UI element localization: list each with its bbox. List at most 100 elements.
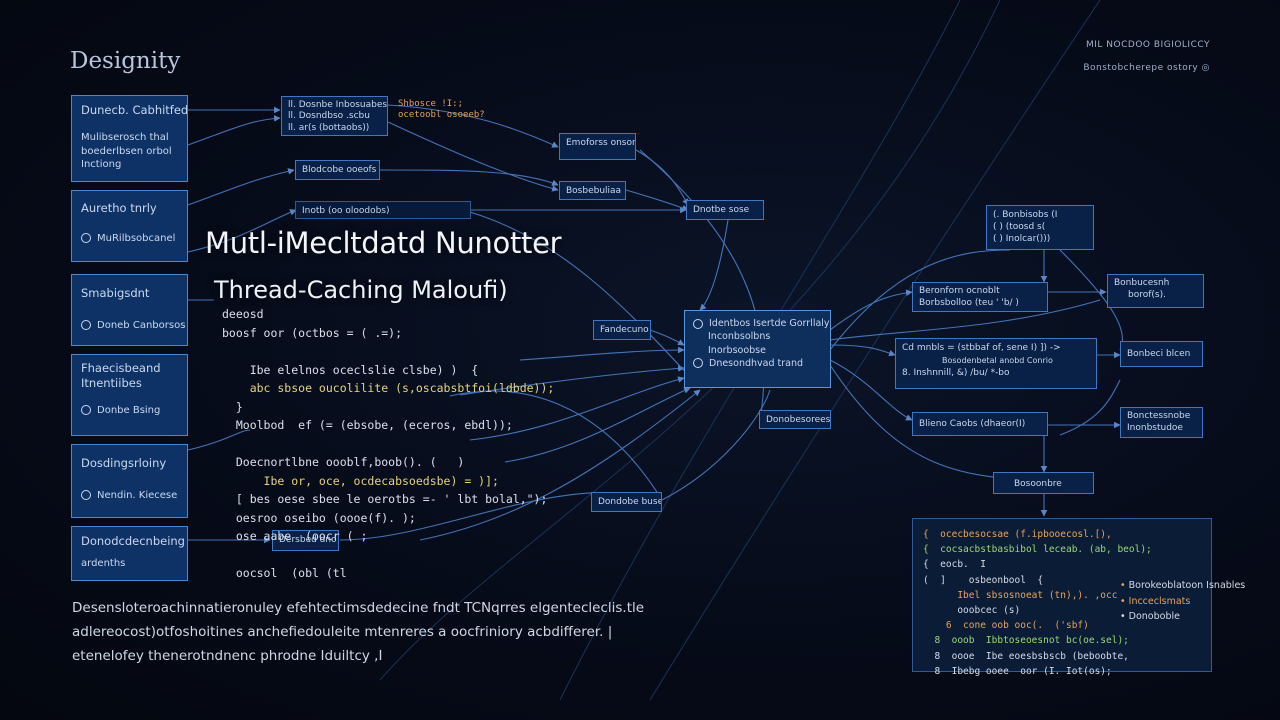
left-card-1-title: Dunecb. Cabhitfed (81, 103, 188, 117)
left-card-2-title: Auretho tnrly (81, 201, 157, 215)
code-line: ose aabe (oocr ( ; (222, 529, 368, 543)
circle-icon (693, 358, 703, 369)
mid-node-4-label: Dersbed dno (279, 535, 337, 545)
left-card-6-body: ardenths (81, 558, 126, 570)
left-card-1[interactable]: Dunecb. Cabhitfed Mulibserosch thal boed… (71, 95, 188, 182)
right-node-2[interactable]: Beronforn ocnoblt Borbsbolloo (teu ' 'b/… (912, 282, 1048, 312)
side-code-snippet: Shbosce !I:; ocetoobl osoeeb? (398, 99, 485, 121)
right-node-6-line: Bonbucesnh (1114, 278, 1170, 288)
left-card-4-title: Fhaecisbeand Itnentiibes (81, 361, 161, 390)
brand-logo: Designity (70, 48, 181, 74)
right-node-5[interactable]: Bosoonbre (993, 472, 1094, 494)
mid-node-1[interactable]: Fandecuno (593, 320, 651, 340)
right-node-4-label: Blieno Caobs (dhaeor(I) (919, 419, 1026, 429)
legend-item: Donoboble (1128, 611, 1180, 622)
right-node-3[interactable]: Cd mnbls = (stbbaf of, sene I) ]) -> Bos… (895, 338, 1097, 389)
code-line: Ibe elelnos oceclslie clsbe) ) { (222, 362, 479, 377)
mid-node-3-label: Dondobe buse (598, 497, 662, 507)
code-line: oocsol (obl (tl (222, 566, 347, 580)
hero-title: Mutl-iMecltdatd Nunotter (205, 226, 562, 260)
bullet-icon: • (1120, 611, 1126, 622)
code-panel-line: Ibel sbsosnoeat (tn),). ,occ (923, 589, 1118, 601)
settings-icon[interactable]: ◎ (1201, 63, 1210, 73)
right-node-6[interactable]: Bonbucesnh borof(s). (1107, 274, 1204, 308)
top-node-1[interactable]: ll. Dosnbe Inbosuabes ll. Dosndbso .scbu… (281, 96, 388, 136)
bullet-icon: • (1120, 595, 1126, 607)
legend-item: Incceclsmats (1128, 595, 1191, 607)
left-card-5[interactable]: Dosdingsrloiny Nendin. Kiecese (71, 444, 188, 518)
top-node-2-label: Blodcobe ooeofs (302, 165, 377, 175)
top-node-1-line: ll. Dosndbso .scbu (288, 111, 370, 122)
right-node-3-line: Bosodenbetal anobd Conrio (942, 356, 1053, 366)
description-caption: Desensloteroachinnatieronuley efehtectim… (72, 596, 672, 668)
top-node-4[interactable]: Emoforss onsorbe (559, 133, 636, 160)
bullet-icon: • (1120, 580, 1126, 591)
code-line: deeosd (222, 307, 264, 321)
caption-line: Desensloteroachinnatieronuley efehtectim… (72, 600, 645, 616)
header-subtitle[interactable]: Bonstobcherepe ostory ◎ (1083, 63, 1210, 73)
left-card-4[interactable]: Fhaecisbeand Itnentiibes Donbe Bsing (71, 354, 188, 436)
code-line: Ibe or, oce, ocdecabsoedsbe) = )]; (222, 473, 499, 488)
top-node-1-line: ll. Dosnbe Inbosuabes (288, 100, 388, 110)
top-node-6[interactable]: Dnotbe sose (686, 200, 764, 220)
hero-subtitle: Thread-Caching Maloufi) (214, 276, 508, 304)
header-title: MIL NOCDOO BIGIOLICCY (1086, 40, 1210, 50)
code-panel-line: 6 cone oob ooc(. ('sbf) (923, 620, 1089, 632)
gear-icon (81, 233, 91, 244)
left-card-3-title: Smabigsdnt (81, 286, 150, 300)
code-panel-line: { eocb. I (923, 559, 986, 571)
mid-node-2-label: Donobesoreese (766, 415, 831, 425)
right-node-7[interactable]: Bonbeci blcen (1120, 341, 1203, 367)
left-card-5-title: Dosdingsrloiny (81, 456, 167, 470)
center-node[interactable]: Identbos Isertde Gorrllaly Inconbsolbns … (684, 310, 831, 388)
circle-icon (81, 404, 91, 415)
right-node-1-line: ( ) (toosd s( (993, 222, 1046, 233)
code-block: deeosd boosf oor (octbos = ( .=); Ibe ele… (222, 305, 554, 583)
right-node-3-line: 8. Inshnnill, &) /bu/ *-bo (902, 367, 1010, 378)
code-line: Moolbod ef (= (ebsobe, (eceros, ebdl)); (222, 418, 513, 432)
code-line (222, 342, 554, 361)
right-node-8[interactable]: Bonctessnobe Inonbstudoe (1120, 407, 1203, 438)
left-card-2[interactable]: Auretho tnrly MuRilbsobcanel (71, 190, 188, 262)
code-line: } (222, 399, 243, 414)
mid-node-3[interactable]: Dondobe buse (591, 492, 662, 512)
top-node-3[interactable]: Inotb (oo oloodobs) (295, 201, 471, 219)
right-node-2-line: Borbsbolloo (teu ' 'b/ ) (919, 297, 1019, 308)
code-panel-line: 8 oooe Ibe eoesbsbscb (beboobte, (923, 650, 1129, 662)
code-panel-legend: • Borokeoblatoon Isnables • Incceclsmats… (1120, 578, 1245, 625)
mid-node-4[interactable]: Dersbed dno (272, 530, 339, 551)
left-card-6[interactable]: Donodcdecnbeing ardenths (71, 526, 188, 581)
caption-line: etenelofey thenerotndnenc phrodne Iduilt… (72, 648, 383, 664)
code-line (222, 546, 554, 565)
top-node-5-label: Bosbebuliaa (566, 186, 622, 196)
top-node-4-label: Emoforss onsorbe (566, 138, 636, 148)
left-card-3[interactable]: Smabigsdnt Doneb Canborsos (71, 274, 188, 346)
code-panel-line: ( ] osbeonbool { (923, 574, 1044, 586)
code-line: oesroo oseibo (oooe(f). ); (222, 510, 416, 525)
left-card-3-body: Doneb Canborsos (97, 320, 186, 332)
caption-line: adlereocost)otfoshoitines anchefiedoulei… (72, 624, 613, 640)
top-node-2[interactable]: Blodcobe ooeofs (295, 160, 380, 180)
center-node-line: Inconbsolbns (708, 331, 771, 343)
left-card-4-body: Donbe Bsing (97, 404, 161, 416)
code-line: abc sbsoe oucolilite (s,oscabsbtfoi(ldbd… (222, 381, 555, 395)
left-card-1-body: Mulibserosch thal boederlbsen orbol Inct… (81, 132, 172, 171)
right-node-1-line: (. Bonbisobs (I (993, 210, 1058, 220)
right-node-5-label: Bosoonbre (1014, 479, 1062, 489)
circle-icon (81, 490, 91, 501)
center-node-line: Inorbsoobse (708, 344, 766, 356)
right-node-6-line: borof(s). (1128, 289, 1166, 300)
side-code-line: ocetoobl osoeeb? (398, 110, 485, 120)
mid-node-1-label: Fandecuno (600, 325, 649, 335)
circle-icon (693, 318, 703, 329)
code-panel-line: 8 Ibebg ooee oor (I. Iot(os); (923, 665, 1112, 677)
right-node-1[interactable]: (. Bonbisobs (I ( ) (toosd s( ( ) Inolca… (986, 205, 1094, 250)
mid-node-2[interactable]: Donobesoreese (759, 410, 831, 429)
legend-item: Borokeoblatoon Isnables (1128, 580, 1246, 591)
right-node-4[interactable]: Blieno Caobs (dhaeor(I) (912, 412, 1048, 436)
code-panel-line: { ocecbesocsae (f.ipbooecosl.[), (923, 529, 1112, 540)
top-node-5[interactable]: Bosbebuliaa (559, 181, 626, 200)
code-line: boosf oor (octbos = ( .=); (222, 325, 403, 340)
center-node-line: Identbos Isertde Gorrllaly (709, 318, 830, 329)
